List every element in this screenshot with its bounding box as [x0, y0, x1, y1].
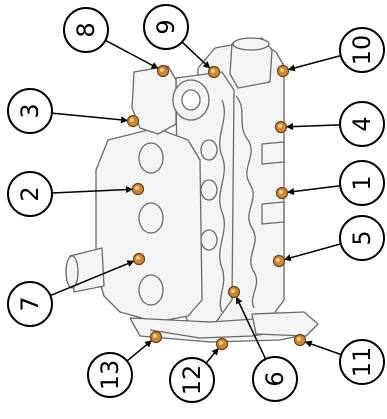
leader-line — [288, 56, 341, 70]
bolt-icon — [278, 66, 289, 77]
leader-line — [286, 125, 340, 127]
leader-line — [105, 40, 158, 68]
callout-5: 5 — [340, 216, 384, 260]
callout-label: 3 — [16, 103, 44, 118]
bolt-icon — [151, 332, 162, 343]
callout-label: 12 — [178, 365, 206, 396]
callout-label: 4 — [348, 116, 376, 131]
callout-9: 9 — [144, 5, 188, 49]
bolt-icon — [158, 66, 169, 77]
callout-label: 5 — [348, 230, 376, 245]
callout-1: 1 — [340, 161, 384, 205]
leader-arrowhead — [121, 116, 128, 123]
callout-6: 6 — [253, 357, 297, 401]
bolt-icon — [295, 335, 306, 346]
callout-label: 6 — [261, 371, 289, 386]
callout-label: 1 — [348, 175, 376, 190]
callout-11: 11 — [340, 340, 384, 384]
callout-label: 11 — [348, 347, 376, 378]
callout-3: 3 — [8, 89, 52, 133]
callout-label: 7 — [16, 296, 44, 311]
callout-label: 10 — [348, 35, 376, 66]
callout-label: 9 — [152, 19, 180, 34]
bolt-icon — [209, 67, 220, 78]
bolt-icon — [274, 256, 285, 267]
leader-line — [52, 113, 128, 120]
callout-label: 13 — [96, 360, 124, 391]
leader-line — [284, 244, 341, 260]
bolt-icon — [229, 287, 240, 298]
bolt-icon — [128, 116, 139, 127]
callout-7: 7 — [8, 282, 52, 326]
bolt-icon — [217, 339, 228, 350]
bolt-icon — [276, 122, 287, 133]
leader-line — [287, 186, 340, 193]
callout-label: 8 — [72, 22, 100, 37]
callout-4: 4 — [340, 102, 384, 146]
callout-13: 13 — [88, 353, 132, 397]
bolt-icon — [277, 188, 288, 199]
bolt-icon — [134, 254, 145, 265]
callout-2: 2 — [8, 172, 52, 216]
callout-8: 8 — [64, 8, 108, 52]
callout-label: 2 — [16, 186, 44, 201]
bolt-icon — [133, 184, 144, 195]
callout-12: 12 — [170, 358, 214, 402]
callout-10: 10 — [340, 28, 384, 72]
